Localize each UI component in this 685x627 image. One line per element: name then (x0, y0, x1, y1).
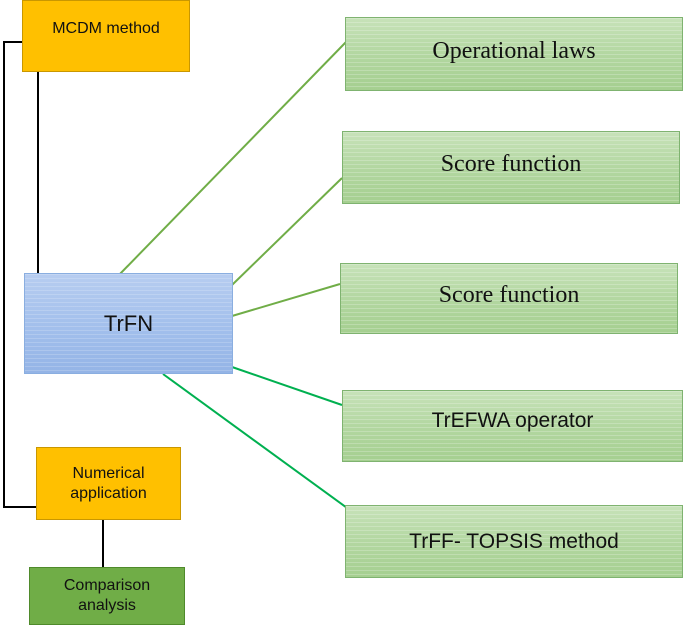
operational-laws-box: Operational laws (345, 17, 683, 91)
mcdm-method-label: MCDM method (52, 20, 160, 37)
trff-topsis-label: TrFF- TOPSIS method (409, 529, 619, 553)
trefwa-operator-label: TrEFWA operator (431, 409, 594, 432)
comparison-analysis-box: Comparison analysis (29, 567, 185, 625)
connector-trfn-to-trefwa (231, 366, 343, 406)
trfn-label: TrFN (103, 310, 154, 336)
comparison-analysis-label: Comparison analysis (63, 577, 151, 614)
mcdm-method-box: MCDM method (22, 0, 190, 72)
numerical-application-box: Numerical application (36, 447, 181, 520)
connector-mcdm-to-numerical (3, 41, 36, 508)
score-function-label-1: Score function (440, 151, 582, 177)
operational-laws-label: Operational laws (432, 37, 596, 64)
connector-trfn-to-score-function-2 (231, 283, 341, 317)
connector-trfn-to-trff-topsis (162, 373, 355, 514)
connector-trfn-to-operational-laws (117, 41, 347, 277)
trff-topsis-box: TrFF- TOPSIS method (345, 505, 683, 578)
numerical-application-label: Numerical application (70, 464, 147, 502)
score-function-box-2: Score function (340, 263, 678, 334)
score-function-box-1: Score function (342, 131, 680, 204)
trfn-box: TrFN (24, 273, 233, 374)
score-function-label-2: Score function (438, 282, 580, 308)
trefwa-operator-box: TrEFWA operator (342, 390, 683, 462)
connector-trfn-to-score-function-1 (231, 177, 343, 286)
